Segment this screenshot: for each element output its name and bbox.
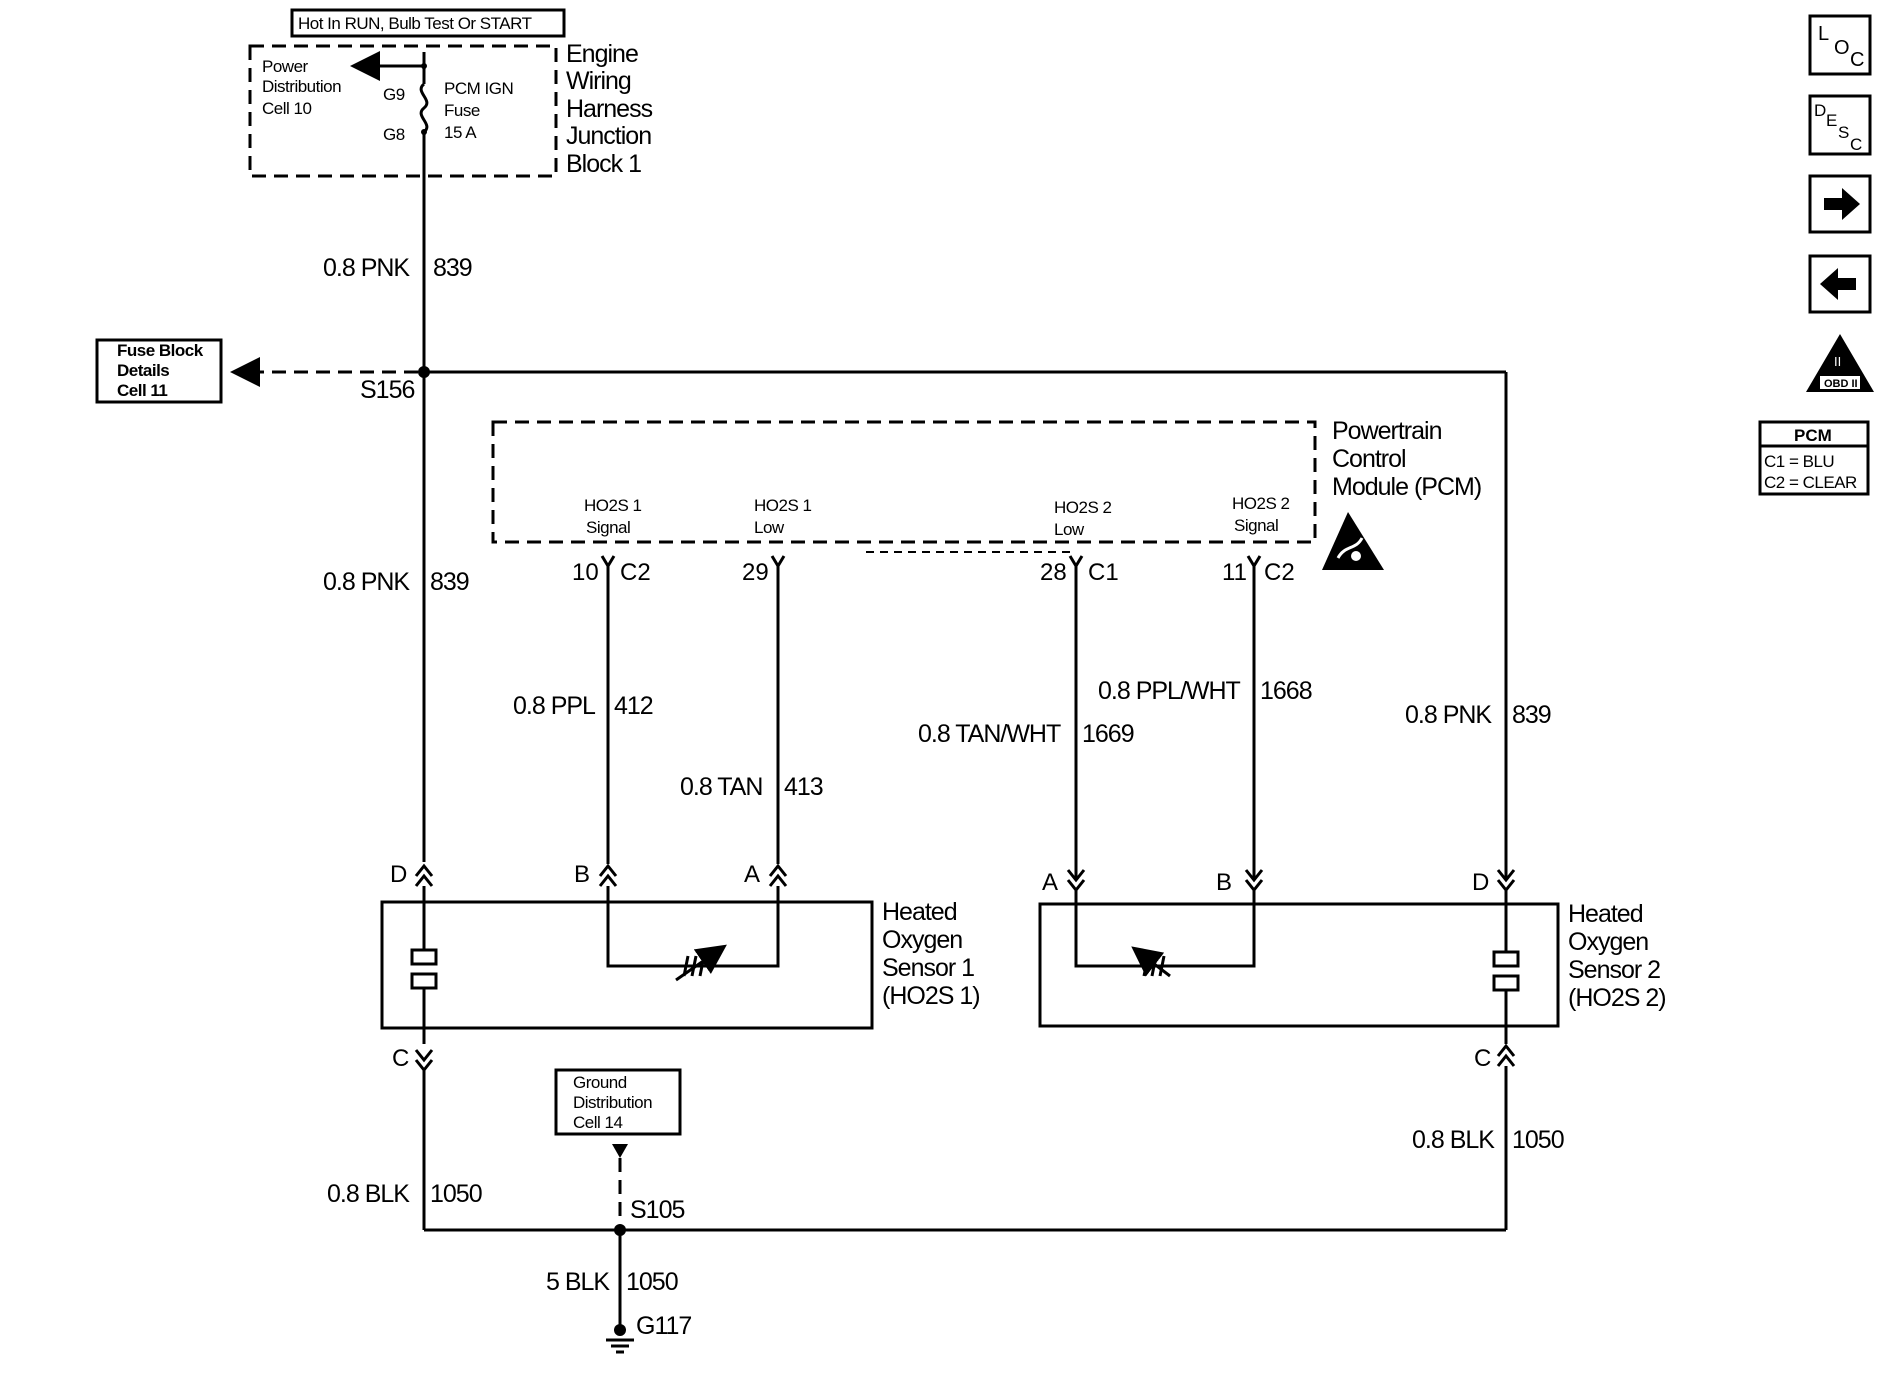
svg-text:0.8 PNK: 0.8 PNK: [323, 568, 410, 596]
pcm-terminal-ho2s1-low: HO2S 1 Low: [754, 496, 816, 537]
pcm-connector-c1: C1: [1088, 559, 1119, 586]
location-icon[interactable]: L O C: [1808, 14, 1872, 76]
svg-text:0.8 PNK: 0.8 PNK: [1405, 701, 1492, 729]
svg-text:0.8 TAN: 0.8 TAN: [680, 773, 762, 801]
heated-oxygen-sensor-2: Heated Oxygen Sensor 2 (HO2S 2) A B D: [1038, 869, 1667, 1072]
esd-warning-icon: [1322, 512, 1384, 570]
svg-text:0.8 BLK: 0.8 BLK: [327, 1180, 410, 1208]
pcm-module: Powertrain Control Module (PCM) HO2S 1 S…: [491, 417, 1482, 586]
power-distribution-ref: Power Distribution Cell 10: [262, 57, 345, 118]
svg-text:II: II: [1834, 354, 1841, 369]
svg-text:0.8 BLK: 0.8 BLK: [1412, 1126, 1495, 1154]
junction-block: Engine Wiring Harness Junction Block 1 P…: [248, 40, 658, 178]
svg-text:C: C: [1850, 135, 1862, 154]
wire-label-blk-right: 0.8 BLK 1050: [1412, 1126, 1565, 1154]
svg-text:839: 839: [430, 568, 469, 596]
sensor2-pin-b: B: [1216, 869, 1232, 896]
svg-text:S: S: [1838, 123, 1849, 142]
wire-label-blk-left: 0.8 BLK 1050: [327, 1180, 483, 1208]
heater-element-icon-2: [1492, 950, 1520, 992]
svg-text:O: O: [1834, 37, 1850, 59]
hot-in-run-note: Hot In RUN, Bulb Test Or START: [290, 8, 566, 38]
sensing-element-icon-1: [675, 944, 727, 982]
pcm-connector-c2-a: C2: [620, 559, 651, 586]
svg-text:Ground Distribution: Ground Distribution Cell 14: [573, 1073, 656, 1132]
sensor1-pin-a: A: [744, 861, 760, 888]
fuse-pin-g9: G9: [383, 85, 405, 104]
svg-text:1050: 1050: [626, 1268, 678, 1296]
fuse-icon: [419, 82, 429, 134]
svg-text:E: E: [1826, 111, 1837, 130]
svg-text:D: D: [1814, 101, 1826, 120]
sensor1-pin-b: B: [574, 861, 590, 888]
sensor1-title: Heated Oxygen Sensor 1 (HO2S 1): [882, 898, 980, 1010]
pcm-pin-10: 10: [572, 559, 599, 586]
svg-text:C: C: [1850, 49, 1864, 71]
ground-g117-label: G117: [636, 1312, 691, 1340]
svg-text:413: 413: [784, 773, 823, 801]
svg-text:C2 = CLEAR: C2 = CLEAR: [1764, 473, 1857, 492]
next-arrow-icon[interactable]: [1808, 174, 1872, 234]
svg-text:839: 839: [1512, 701, 1551, 729]
svg-text:1668: 1668: [1260, 677, 1312, 705]
svg-text:Fuse Block Details: Fuse Block Details Cell 11: [117, 341, 207, 400]
fuse-pin-g8: G8: [383, 125, 405, 144]
pcm-pin-28: 28: [1040, 559, 1067, 586]
obd-ii-warning-icon[interactable]: II OBD II: [1806, 334, 1874, 392]
wire-label-ppl-wht: 0.8 PPL/WHT 1668: [1098, 677, 1313, 705]
wire-label-pnk-top: 0.8 PNK 839: [323, 254, 473, 282]
ground-distribution-ref: Ground Distribution Cell 14: [554, 1068, 682, 1136]
wire-label-tan: 0.8 TAN 413: [680, 773, 824, 801]
svg-text:0.8 PNK: 0.8 PNK: [323, 254, 410, 282]
wire-label-ppl: 0.8 PPL 412: [513, 692, 654, 720]
sensing-element-icon-2: [1131, 946, 1172, 978]
svg-text:1050: 1050: [430, 1180, 482, 1208]
svg-text:0.8 TAN/WHT: 0.8 TAN/WHT: [918, 720, 1061, 748]
sensor2-title: Heated Oxygen Sensor 2 (HO2S 2): [1568, 900, 1666, 1012]
sensor1-pin-c: C: [392, 1045, 409, 1072]
pcm-terminal-ho2s1-signal: HO2S 1 Signal: [584, 496, 646, 537]
svg-text:0.8 PPL: 0.8 PPL: [513, 692, 596, 720]
heater-element-icon-1: [410, 948, 438, 990]
wire-label-pnk-left: 0.8 PNK 839: [323, 568, 470, 596]
svg-text:0.8 PPL/WHT: 0.8 PPL/WHT: [1098, 677, 1241, 705]
pcm-terminal-ho2s2-low: HO2S 2 Low: [1054, 498, 1116, 539]
splice-s156-label: S156: [360, 376, 414, 404]
pcm-pin-29: 29: [742, 559, 769, 586]
svg-text:839: 839: [433, 254, 472, 282]
svg-text:1050: 1050: [1512, 1126, 1564, 1154]
wire-label-blk-ground: 5 BLK 1050: [546, 1268, 679, 1296]
svg-text:PCM: PCM: [1794, 426, 1832, 445]
ground-g117-icon: [606, 1324, 634, 1354]
wire-label-pnk-right: 0.8 PNK 839: [1405, 701, 1552, 729]
pcm-terminal-ho2s2-signal: HO2S 2 Signal: [1232, 494, 1294, 535]
sensor2-pin-a: A: [1042, 869, 1058, 896]
previous-arrow-icon[interactable]: [1808, 254, 1872, 314]
junction-block-title: Engine Wiring Harness Junction Block 1: [566, 40, 658, 178]
pcm-connector-legend: PCM C1 = BLU C2 = CLEAR: [1758, 420, 1870, 496]
pcm-title: Powertrain Control Module (PCM): [1332, 417, 1481, 501]
sensor1-pin-d: D: [390, 861, 407, 888]
pcm-ign-fuse-label: PCM IGN Fuse 15 A: [444, 79, 517, 142]
heated-oxygen-sensor-1: Heated Oxygen Sensor 1 (HO2S 1) D B A: [380, 861, 981, 1073]
fuse-block-details-ref: Fuse Block Details Cell 11: [95, 338, 223, 404]
svg-text:L: L: [1818, 23, 1829, 45]
svg-text:1669: 1669: [1082, 720, 1134, 748]
sensor2-pin-c: C: [1474, 1045, 1491, 1072]
sensor2-pin-d: D: [1472, 869, 1489, 896]
wire-label-tan-wht: 0.8 TAN/WHT 1669: [918, 720, 1135, 748]
svg-text:Hot In RUN, Bulb Test Or START: Hot In RUN, Bulb Test Or START: [298, 14, 532, 33]
description-icon[interactable]: D E S C: [1808, 94, 1872, 156]
svg-text:OBD II: OBD II: [1824, 378, 1858, 390]
pcm-connector-c2-b: C2: [1264, 559, 1295, 586]
svg-text:412: 412: [614, 692, 653, 720]
svg-text:5 BLK: 5 BLK: [546, 1268, 610, 1296]
splice-s105-label: S105: [630, 1196, 684, 1224]
pcm-pin-11: 11: [1222, 559, 1247, 586]
svg-text:C1 = BLU: C1 = BLU: [1764, 452, 1834, 471]
